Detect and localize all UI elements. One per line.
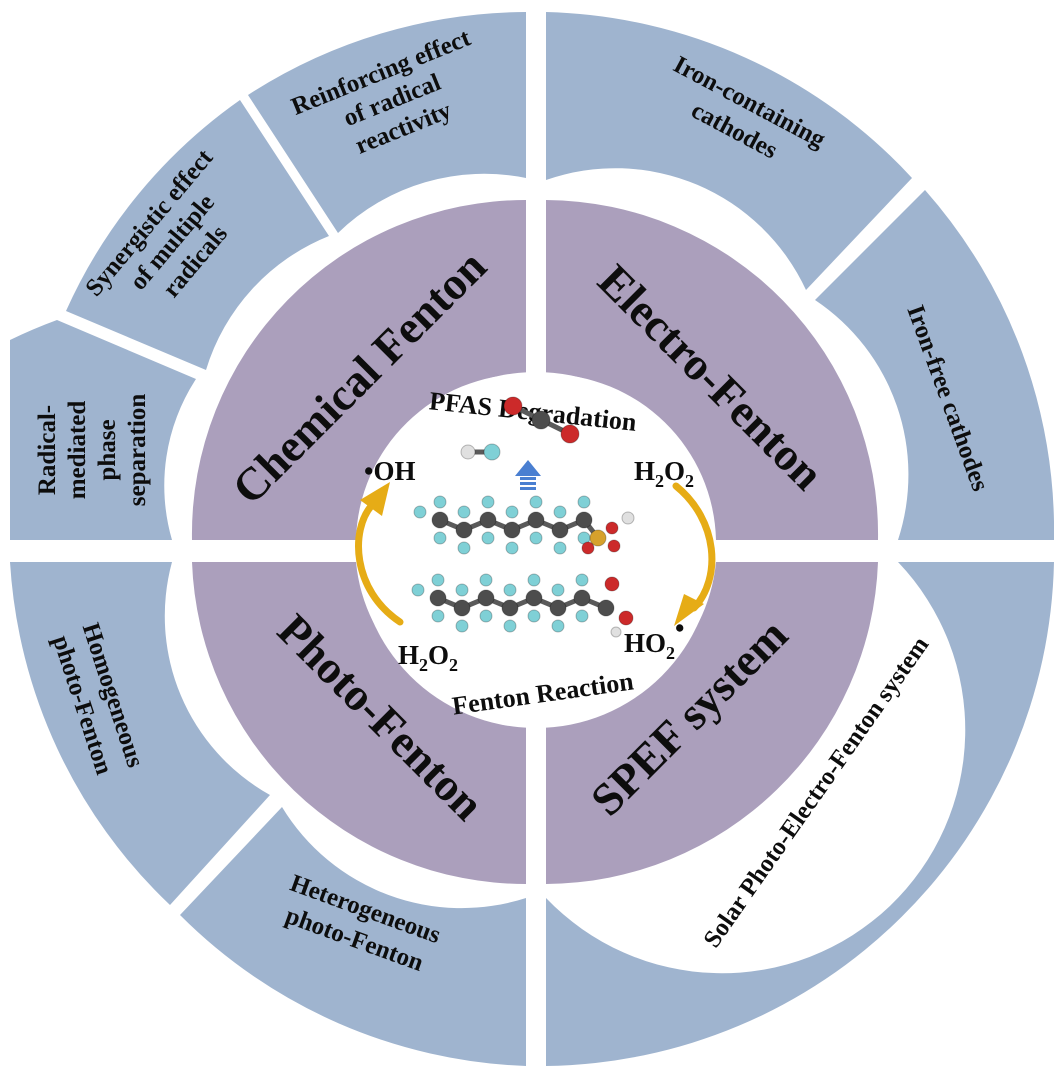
fluorine-atom	[431, 573, 445, 587]
inner-ring	[191, 200, 879, 885]
fluorine-atom	[479, 573, 493, 587]
fluorine-atom	[577, 495, 591, 509]
oxygen-atom	[560, 424, 580, 444]
quadrant-photo	[192, 562, 526, 885]
outer-ring	[10, 12, 1054, 1066]
fluorine-atom	[505, 541, 519, 555]
fluorine-atom	[481, 531, 495, 545]
segment-reinforcing	[248, 12, 526, 233]
fluorine-atom	[483, 443, 501, 461]
carbon-atom	[429, 589, 447, 607]
oh-radical-label: •OH	[364, 456, 415, 486]
h2o2-label-right: H2O2	[634, 456, 694, 491]
oxygen-atom	[581, 541, 595, 555]
carbon-atom	[597, 599, 615, 617]
fluorine-atom	[553, 505, 567, 519]
fluorine-atom	[433, 531, 447, 545]
fluorine-atom	[553, 541, 567, 555]
segment-heterogeneous	[180, 807, 526, 1066]
fluorine-atom	[529, 531, 543, 545]
carbon-atom	[549, 599, 567, 617]
carbon-atom	[455, 521, 473, 539]
degradation-up-arrow	[515, 460, 541, 490]
fluorine-atom	[527, 573, 541, 587]
fluorine-atom	[505, 505, 519, 519]
fluorine-atom	[479, 609, 493, 623]
carbon-atom	[531, 410, 551, 430]
segment-solar	[546, 562, 1054, 1066]
right-arrowhead	[674, 594, 704, 626]
right-curved-arrow	[672, 482, 716, 612]
oxygen-atom	[503, 396, 523, 416]
left-curved-arrow	[355, 501, 404, 626]
h2o2-label-left: H2O2	[398, 640, 458, 675]
quadrant-electro	[546, 200, 879, 540]
segment-radical-phase	[10, 320, 196, 540]
left-arrowhead	[360, 482, 390, 516]
label-radical-phase-line: separation	[124, 394, 151, 507]
cycle-arrows	[355, 482, 716, 626]
fluorine-atom	[529, 495, 543, 509]
label-radical-phase-line: Radical-	[34, 405, 61, 495]
carbon-atom	[477, 589, 495, 607]
fluorine-atom	[413, 505, 427, 519]
fluorine-atom	[457, 541, 471, 555]
sulfur-atom	[589, 529, 607, 547]
fluorine-atom	[575, 573, 589, 587]
up-arrowhead	[515, 460, 541, 476]
carbon-atom	[551, 521, 569, 539]
oxygen-atom	[604, 576, 620, 592]
fluorine-atom	[503, 619, 517, 633]
up-arrow-bar-3	[520, 487, 536, 490]
fluorine-atom	[411, 583, 425, 597]
hydrogen-atom	[621, 511, 635, 525]
oxygen-atom	[618, 610, 634, 626]
carbon-atom	[479, 511, 497, 529]
hydrogen-atom	[610, 626, 622, 638]
carbon-atom	[431, 511, 449, 529]
fluorine-atom	[455, 583, 469, 597]
quadrant-chemical	[191, 200, 526, 540]
segment-iron-containing	[546, 12, 912, 290]
carbon-atom	[453, 599, 471, 617]
ho2-radical-label: HO2•	[624, 613, 684, 663]
center-disc	[358, 372, 714, 728]
label-radical-phase-line: phase	[94, 419, 121, 480]
carbon-atom	[525, 589, 543, 607]
oxygen-atom	[605, 521, 619, 535]
carbon-atom	[527, 511, 545, 529]
carbon-atom	[503, 521, 521, 539]
carbon-atom	[573, 589, 591, 607]
fluorine-atom	[457, 505, 471, 519]
label-radical-phase-line: mediated	[64, 401, 91, 500]
fluorine-atom	[431, 609, 445, 623]
hydrogen-atom	[460, 444, 476, 460]
carbon-atom	[575, 511, 593, 529]
fluorine-atom	[433, 495, 447, 509]
up-arrow-bar-2	[520, 482, 536, 485]
segment-synergistic	[66, 100, 329, 370]
fluorine-atom	[575, 609, 589, 623]
carbon-atom	[501, 599, 519, 617]
oxygen-atom	[607, 539, 621, 553]
molecule-models	[411, 396, 635, 638]
fluorine-atom	[551, 583, 565, 597]
segment-iron-free	[815, 190, 1054, 540]
quadrant-spef	[546, 562, 878, 884]
fluorine-atom	[481, 495, 495, 509]
fluorine-atom	[551, 619, 565, 633]
fluorine-atom	[455, 619, 469, 633]
segment-homogeneous	[10, 562, 270, 905]
up-arrow-bar-1	[520, 477, 536, 480]
fluorine-atom	[503, 583, 517, 597]
fluorine-atom	[527, 609, 541, 623]
